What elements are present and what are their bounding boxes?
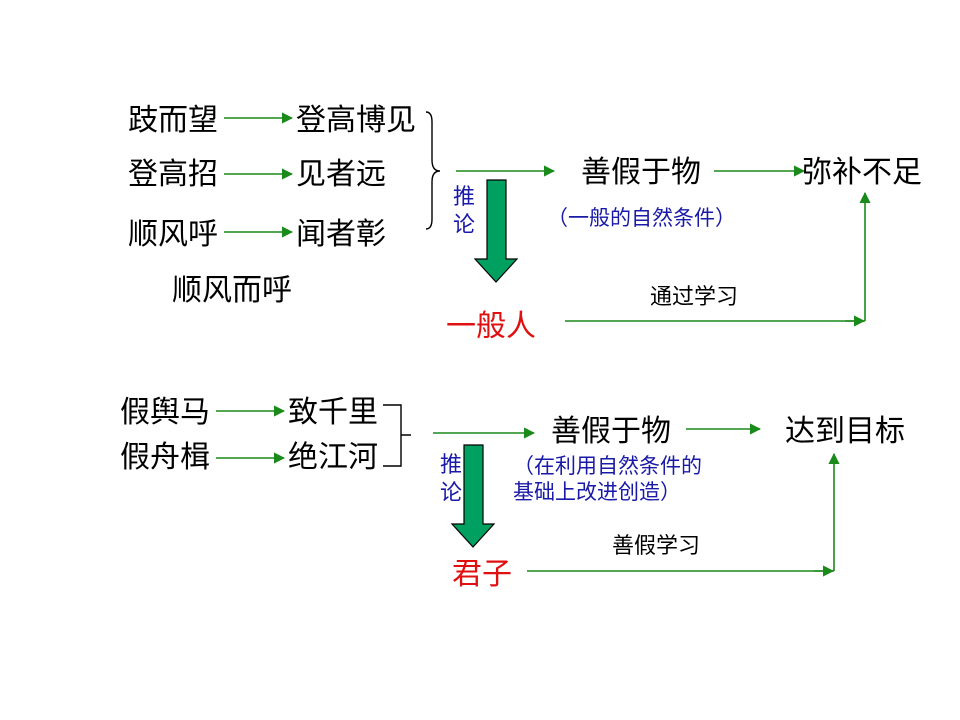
top-r1-left: 跂而望 <box>128 103 218 138</box>
bottom-r2-right: 绝江河 <box>288 440 378 475</box>
top-path-label: 通过学习 <box>650 285 739 310</box>
top-middle: 善假于物 <box>581 155 701 190</box>
bracket-bottom <box>383 404 411 467</box>
top-r4: 顺风而呼 <box>172 273 292 308</box>
top-result: 弥补不足 <box>802 155 922 190</box>
bottom-r2-left: 假舟楫 <box>120 440 210 475</box>
bottom-result: 达到目标 <box>785 414 905 449</box>
brace-top <box>425 111 441 230</box>
bottom-note-line1: （在利用自然条件的 <box>513 454 702 478</box>
bottom-inference: 推论 <box>439 453 462 506</box>
bottom-middle: 善假于物 <box>551 414 671 449</box>
top-r1-right: 登高博见 <box>296 103 416 138</box>
bottom-note-line2: 基础上改进创造） <box>513 480 681 504</box>
bottom-r1-right: 致千里 <box>288 395 378 430</box>
top-r2-right: 见者远 <box>296 157 386 192</box>
top-note: （一般的自然条件） <box>547 206 736 230</box>
top-subject: 一般人 <box>446 309 536 344</box>
bottom-path-label: 善假学习 <box>612 534 701 559</box>
top-inference: 推论 <box>452 185 475 238</box>
bottom-subject: 君子 <box>452 557 512 592</box>
top-r3-left: 顺风呼 <box>128 217 218 252</box>
top-r3-right: 闻者彰 <box>296 217 386 252</box>
bottom-r1-left: 假舆马 <box>120 395 210 430</box>
big-down-arrow-top <box>473 179 519 283</box>
big-down-arrow-bottom <box>450 444 496 548</box>
top-r2-left: 登高招 <box>128 157 218 192</box>
